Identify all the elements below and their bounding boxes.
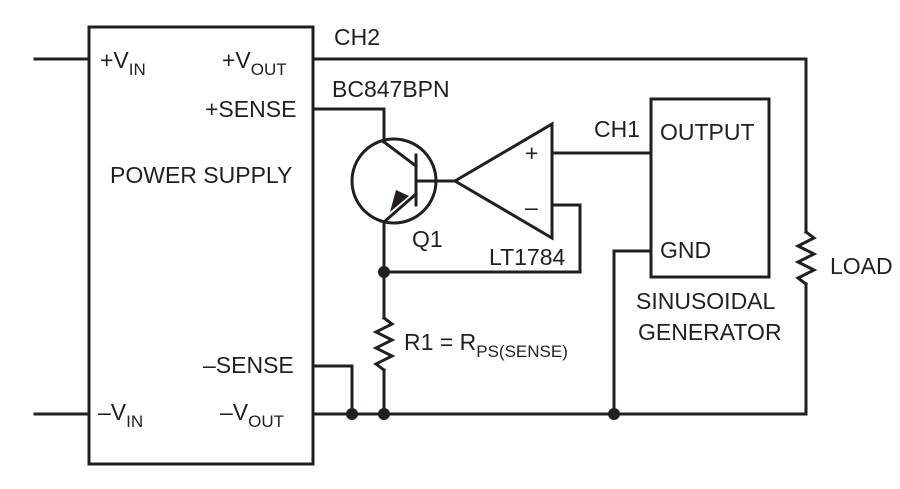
opamp-part-label: LT1784: [489, 244, 566, 270]
sense-pos-label: +SENSE: [205, 96, 296, 122]
transistor-ref-label: Q1: [412, 226, 443, 252]
ch2-label: CH2: [334, 24, 380, 50]
power-supply-block: [87, 25, 315, 466]
transistor-q1: [350, 137, 457, 225]
r1-label: R1 = RPS(SENSE): [404, 329, 568, 361]
vin-neg-label: –VIN: [98, 399, 143, 431]
sense-neg-label: –SENSE: [203, 352, 294, 378]
opamp-lt1784: [452, 121, 554, 241]
generator-title-line2: GENERATOR: [638, 319, 782, 345]
gnd-wire: [612, 249, 653, 416]
vout-pos-label: +VOUT: [222, 47, 287, 79]
vin-pos-label: +VIN: [100, 47, 146, 79]
load-label: LOAD: [830, 253, 893, 279]
ch1-label: CH1: [594, 116, 640, 142]
vout-neg-label: –VOUT: [220, 399, 284, 431]
vout-neg-wire: [311, 282, 808, 416]
sense-neg-wire: [311, 364, 354, 416]
r1-node-dot: [378, 408, 390, 420]
r1-resistor: [372, 315, 396, 373]
generator-output-label: OUTPUT: [660, 119, 755, 145]
vout-pos-wire: [311, 57, 808, 234]
sense-pos-wire: [311, 107, 386, 144]
sense-neg-node-dot: [346, 408, 358, 420]
generator-title-line1: SINUSOIDAL: [636, 288, 776, 314]
sinusoidal-generator-block: [649, 97, 771, 279]
feedback-wire: [382, 203, 582, 274]
opamp-minus-label: –: [525, 194, 538, 220]
generator-gnd-label: GND: [660, 237, 711, 263]
power-supply-title: POWER SUPPLY: [110, 162, 292, 188]
load-resistor: [794, 229, 818, 287]
opamp-plus-label: +: [525, 140, 538, 166]
transistor-part-label: BC847BPN: [332, 76, 450, 102]
